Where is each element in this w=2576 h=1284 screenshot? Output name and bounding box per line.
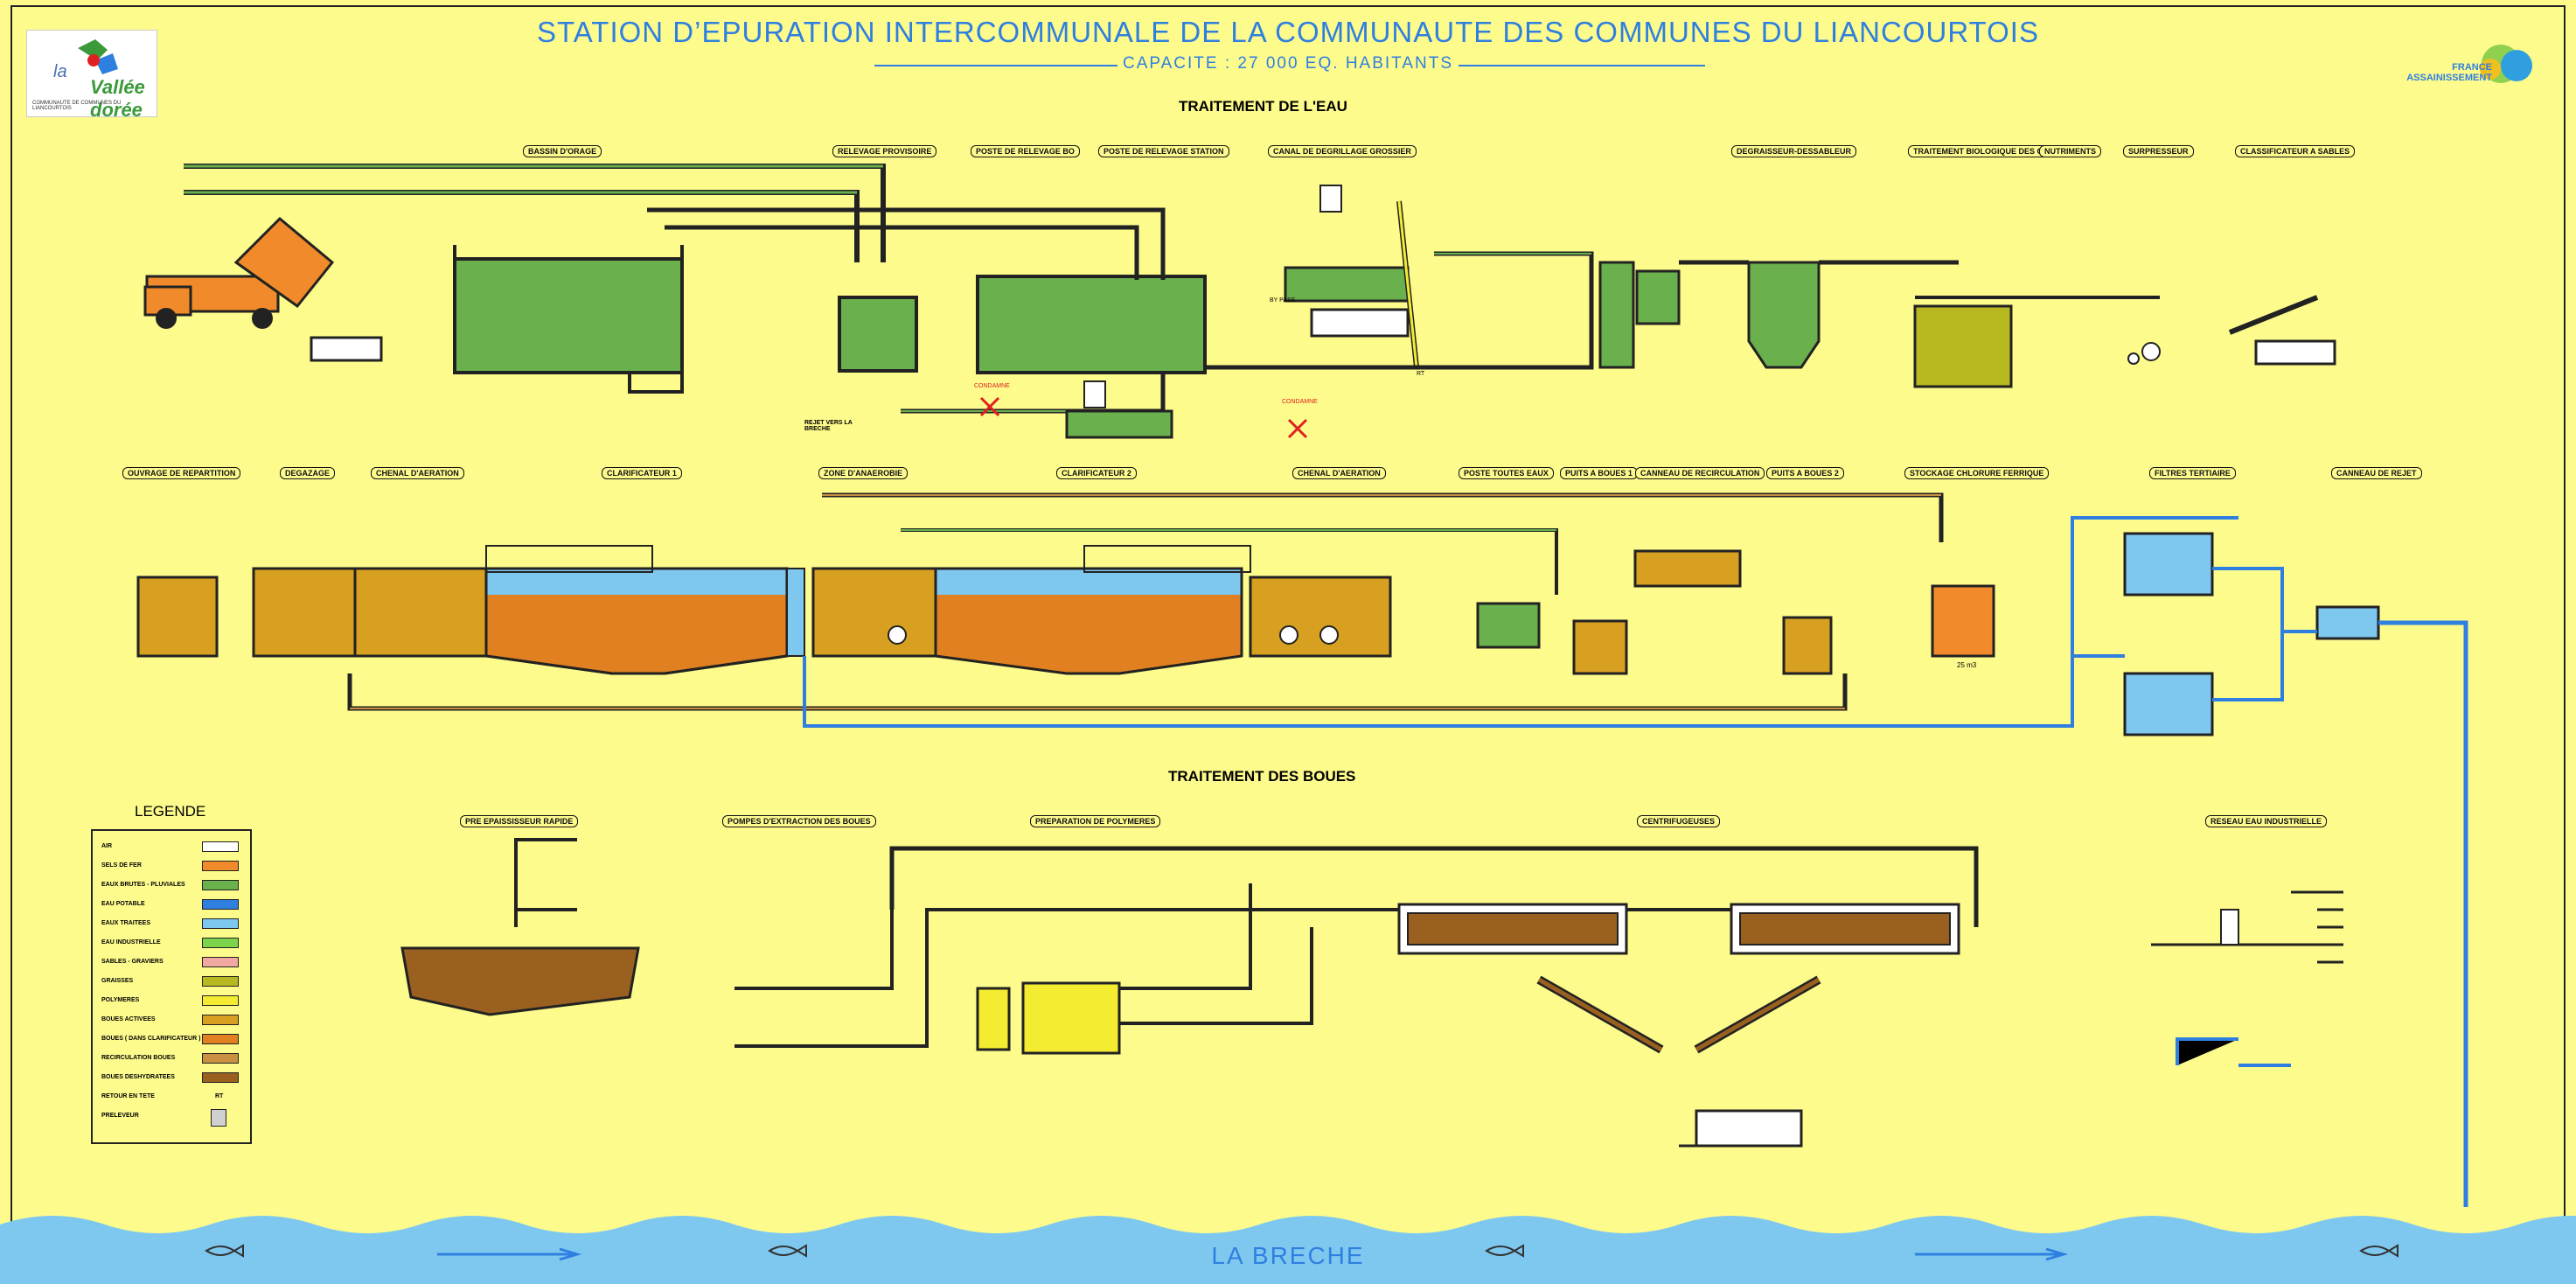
label-chenal-aeration-1: CHENAL D'AERATION	[371, 467, 464, 479]
label-clarificateur-2: CLARIFICATEUR 2	[1056, 467, 1137, 479]
legend-swatch	[202, 1072, 239, 1083]
label-puits-boues-1: PUITS A BOUES 1	[1560, 467, 1638, 479]
note-rejet: REJET VERS LA BRECHE	[804, 420, 857, 432]
label-clarificateur-1: CLARIFICATEUR 1	[602, 467, 682, 479]
legend-swatch	[202, 976, 239, 987]
label-canneau-recirculation: CANNEAU DE RECIRCULATION	[1635, 467, 1765, 479]
label-zone-anaerobie: ZONE D'ANAEROBIE	[818, 467, 908, 479]
label-chenal-aeration-2: CHENAL D'AERATION	[1292, 467, 1386, 479]
legend-item: EAU POTABLE	[101, 901, 145, 907]
legend-item: AIR	[101, 843, 112, 849]
legend-item: BOUES ( DANS CLARIFICATEUR )	[101, 1036, 200, 1042]
label-bassin-orage: BASSIN D'ORAGE	[523, 145, 602, 157]
label-ouvrage-repartition: OUVRAGE DE REPARTITION	[122, 467, 240, 479]
legend-swatch	[202, 861, 239, 871]
legend-title: LEGENDE	[135, 803, 205, 820]
note-condamne-1: CONDAMNE	[974, 383, 1010, 389]
legend-swatch	[202, 880, 239, 890]
legend-item: EAUX TRAITEES	[101, 920, 150, 926]
legend-swatch	[202, 841, 239, 852]
note-rt: RT	[1417, 371, 1424, 377]
label-stockage-chlorure: STOCKAGE CHLORURE FERRIQUE	[1904, 467, 2049, 479]
label-puits-boues-2: PUITS A BOUES 2	[1766, 467, 1844, 479]
label-degazage: DEGAZAGE	[280, 467, 335, 479]
label-filtres-tertiaire: FILTRES TERTIAIRE	[2149, 467, 2236, 479]
legend-swatch	[211, 1109, 226, 1127]
legend-item: PRELEVEUR	[101, 1113, 139, 1119]
label-poste-relevage-station: POSTE DE RELEVAGE STATION	[1098, 145, 1229, 157]
legend-swatch	[202, 918, 239, 929]
river-label: LA BRECHE	[0, 1242, 2576, 1270]
label-classificateur: CLASSIFICATEUR A SABLES	[2235, 145, 2355, 157]
label-pre-epaississeur: PRE EPAISSISSEUR RAPIDE	[460, 815, 578, 827]
note-volume: 25 m3	[1957, 661, 1976, 669]
label-relevage-provisoire: RELEVAGE PROVISOIRE	[832, 145, 936, 157]
legend-item: EAUX BRUTES - PLUVIALES	[101, 882, 185, 888]
label-pompes-extraction: POMPES D'EXTRACTION DES BOUES	[722, 815, 876, 827]
legend-item: BOUES DESHYDRATEES	[101, 1074, 175, 1080]
legend-swatch	[202, 1053, 239, 1064]
legend-swatch	[202, 938, 239, 948]
legend-item: GRAISSES	[101, 978, 133, 984]
note-bypass: BY PASS	[1270, 297, 1295, 304]
label-canneau-rejet: CANNEAU DE REJET	[2331, 467, 2422, 479]
label-canal-degrillage: CANAL DE DEGRILLAGE GROSSIER	[1268, 145, 1417, 157]
legend-swatch	[202, 995, 239, 1006]
legend-item: SABLES - GRAVIERS	[101, 959, 164, 965]
label-poste-relevage-bo: POSTE DE RELEVAGE BO	[971, 145, 1080, 157]
note-condamne-2: CONDAMNE	[1282, 399, 1318, 405]
truck-icon	[145, 219, 332, 329]
label-centrifugeuses: CENTRIFUGEUSES	[1637, 815, 1720, 827]
label-preparation-polymeres: PREPARATION DE POLYMERES	[1030, 815, 1160, 827]
label-poste-toutes-eaux: POSTE TOUTES EAUX	[1459, 467, 1554, 479]
legend-item: EAU INDUSTRIELLE	[101, 939, 161, 946]
legend-swatch	[202, 1034, 239, 1044]
label-nutriments: NUTRIMENTS	[2039, 145, 2101, 157]
legend-item: RETOUR EN TETE	[101, 1093, 155, 1099]
legend-swatch	[202, 957, 239, 967]
legend-item: RECIRCULATION BOUES	[101, 1055, 175, 1061]
label-surpresseur: SURPRESSEUR	[2123, 145, 2194, 157]
legend-rt-marker: RT	[215, 1093, 223, 1099]
legend-box: AIR SELS DE FER EAUX BRUTES - PLUVIALES …	[91, 829, 252, 1144]
legend-swatch	[202, 899, 239, 910]
label-reseau-eau-industrielle: RESEAU EAU INDUSTRIELLE	[2205, 815, 2327, 827]
legend-item: BOUES ACTIVEES	[101, 1016, 156, 1022]
legend-item: POLYMERES	[101, 997, 139, 1003]
label-degraisseur: DEGRAISSEUR-DESSABLEUR	[1731, 145, 1856, 157]
legend-item: SELS DE FER	[101, 862, 142, 869]
legend-swatch	[202, 1015, 239, 1025]
